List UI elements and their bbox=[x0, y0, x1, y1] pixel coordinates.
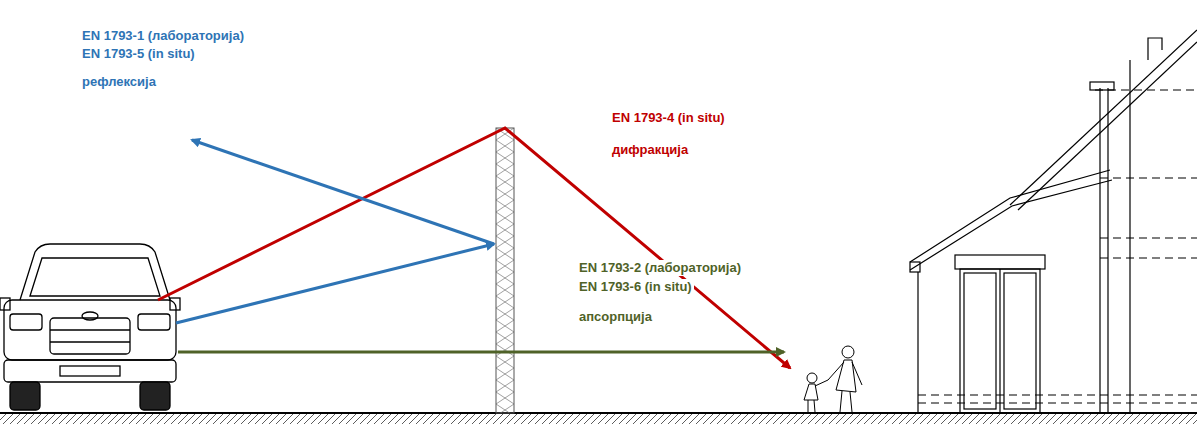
people bbox=[804, 346, 862, 412]
standard-label: EN 1793-1 (лабораторија) bbox=[82, 28, 244, 44]
reflection-arrow bbox=[192, 140, 494, 244]
standard-label: EN 1793-2 (лабораторија) bbox=[577, 260, 743, 276]
effect-label: дифракција bbox=[612, 142, 688, 158]
noise-barrier bbox=[496, 128, 514, 413]
house bbox=[910, 30, 1197, 413]
effect-label: рефлексија bbox=[82, 74, 156, 90]
ground-hatch bbox=[0, 414, 1197, 424]
incident-arrow bbox=[176, 244, 494, 323]
absorption-arrow bbox=[178, 351, 784, 354]
standard-label: EN 1793-6 (in situ) bbox=[577, 279, 694, 295]
standard-label: EN 1793-5 (in situ) bbox=[82, 46, 195, 62]
effect-label: апсорпција bbox=[577, 309, 654, 325]
diffraction-arrow bbox=[158, 128, 790, 368]
car bbox=[0, 244, 180, 410]
standard-label: EN 1793-4 (in situ) bbox=[612, 110, 725, 126]
